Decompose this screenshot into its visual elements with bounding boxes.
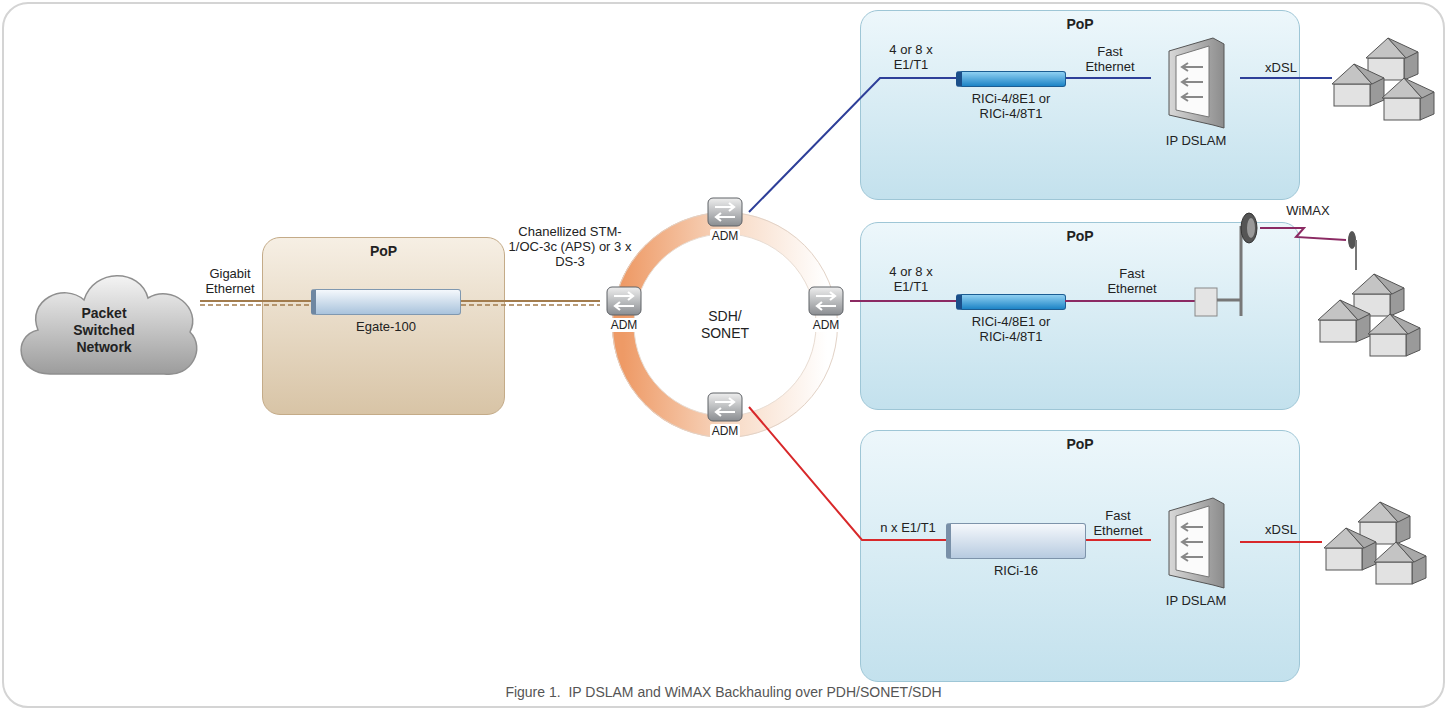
cloud-label: Packet Switched Network [58,305,150,356]
dslam-device: IP DSLAM [1151,497,1241,608]
adm-label: ADM [609,318,640,332]
cloud-outline [21,276,197,375]
free-label: WiMAX [1276,203,1340,218]
connector-line [1066,77,1151,79]
free-label: xDSL [1256,60,1306,75]
adm-icon [707,197,743,227]
adm-label: ADM [710,424,741,438]
dslam-frame [1169,498,1224,588]
network-device: RICi-4/8E1 or RICi-4/8T1 [956,71,1066,121]
adm-arrows [816,292,836,310]
device-body [946,523,1086,559]
antenna-mast [1217,226,1241,316]
region-title: PoP [861,223,1299,244]
pop-region: PoP Egate-100 [262,237,505,415]
xdsl-line [1240,541,1322,543]
adm-arrows [715,203,735,221]
adm-label: ADM [811,318,842,332]
adm-arrows [715,398,735,416]
dslam-panel [1176,46,1209,117]
adm-body [607,287,641,315]
connector-line-dashed [200,304,311,306]
adm-body [708,393,742,421]
dslam-panel [1176,506,1209,577]
dslam-device: IP DSLAM [1151,37,1241,148]
pop-region: PoP RICi-4/8E1 or RICi-4/8T1 IP DSLAM [860,10,1300,200]
outer-frame [3,3,1444,707]
subscriber-dish [1348,231,1356,249]
network-device: RICi-4/8E1 or RICi-4/8T1 [956,294,1066,344]
adm-body [809,287,843,315]
edge-label: n x E1/T1 [872,520,944,535]
adm-icon [707,392,743,422]
edge-label: Fast Ethernet [1088,508,1148,538]
free-label: Fast Ethernet [1100,266,1164,296]
device-body [311,289,461,315]
houses [1332,38,1434,120]
device-label: RICi-4/8E1 or RICi-4/8T1 [970,314,1052,344]
connector-line-dashed [461,304,600,306]
network-device: RICi-16 [946,523,1086,578]
fast-ethernet-line [1065,300,1195,302]
edge-label: Gigabit Ethernet [199,266,261,296]
adm-body [708,198,742,226]
network-cloud: Packet Switched Network [8,250,200,400]
device-label: IP DSLAM [1151,133,1241,148]
pop-region: PoP RICi-16 IP DSLAM [860,430,1300,682]
connector-line [200,300,311,302]
antenna-dish-inner [1247,218,1255,238]
houses [1324,502,1426,584]
free-label: xDSL [1256,522,1306,537]
edge-label: 4 or 8 x E1/T1 [878,264,944,294]
adm-device: ADM [701,392,749,438]
figure-caption: Figure 1. IP DSLAM and WiMAX Backhauling… [0,684,1447,701]
device-label: RICi-4/8E1 or RICi-4/8T1 [970,91,1052,121]
adm-label: ADM [710,229,741,243]
ring-band [623,223,827,427]
pop-region: PoP RICi-4/8E1 or RICi-4/8T1 [860,222,1300,410]
dslam-frame [1169,38,1224,128]
region-title: PoP [861,431,1299,452]
wimax-base-station [1195,288,1217,316]
device-body [956,71,1066,87]
region-title: PoP [861,11,1299,32]
antenna-dish [1241,213,1257,243]
device-label: IP DSLAM [1151,593,1241,608]
edge-label: Fast Ethernet [1078,44,1142,74]
adm-device: ADM [600,286,648,332]
connector-line [850,300,956,302]
wimax-link [1260,228,1346,240]
adm-device: ADM [701,197,749,243]
device-label: Egate-100 [311,319,461,334]
adm-device: ADM [802,286,850,332]
dslam-icon [1161,497,1231,589]
connector-line [461,300,600,302]
edge-label: 4 or 8 x E1/T1 [878,42,944,72]
dslam-arrows [1182,523,1203,561]
xdsl-line [1240,77,1332,79]
adm-arrows [614,292,634,310]
connector-line [749,78,956,212]
adm-icon [808,286,844,316]
houses [1318,274,1420,356]
ring-outline [613,213,838,438]
connector-line [1086,539,1151,541]
subscriber-pole [1355,240,1357,270]
connector-line [749,407,946,540]
device-label: RICi-16 [946,563,1086,578]
dslam-icon [1161,37,1231,129]
dslam-arrows [1182,63,1203,101]
region-title: PoP [263,238,504,259]
device-body [956,294,1066,310]
network-device: Egate-100 [311,289,461,334]
edge-label: Chanellized STM-1/OC-3c (APS) or 3 x DS-… [507,224,633,269]
adm-icon [606,286,642,316]
ring-label: SDH/ SONET [690,308,760,342]
ring-outline [634,234,816,416]
